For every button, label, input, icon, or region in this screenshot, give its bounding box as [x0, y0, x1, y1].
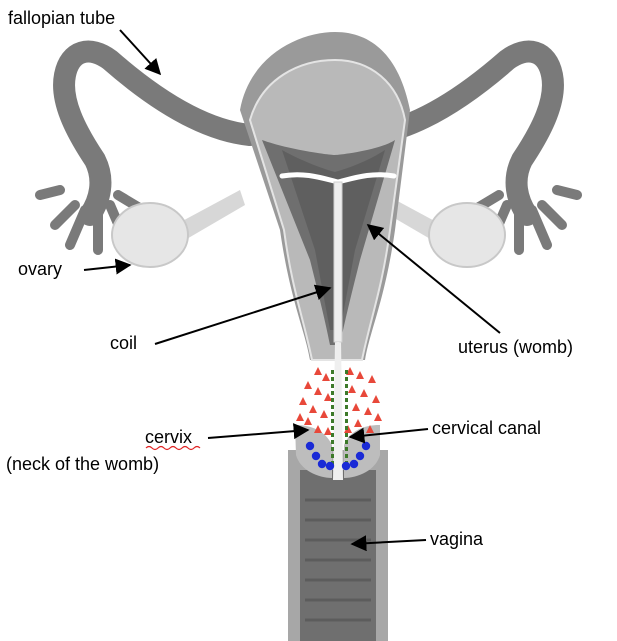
cervix-label: cervix — [145, 427, 192, 447]
mucus-triangle — [314, 387, 322, 395]
mucus-triangle — [299, 397, 307, 405]
mucus-dash — [345, 412, 348, 416]
mucus-triangle — [304, 381, 312, 389]
label-ovary: ovary — [18, 259, 130, 279]
mucus-triangle — [356, 371, 364, 379]
mucus-dot — [356, 452, 364, 460]
mucus-triangle — [324, 393, 332, 401]
cervix-sublabel: (neck of the womb) — [6, 454, 159, 474]
mucus-dot — [306, 442, 314, 450]
mucus-triangle — [374, 413, 382, 421]
vagina-label: vagina — [430, 529, 484, 549]
mucus-dash — [345, 447, 348, 451]
mucus-dash — [331, 440, 334, 444]
mucus-dot — [342, 462, 350, 470]
arrow-icon — [84, 265, 130, 270]
mucus-triangle — [324, 427, 332, 435]
mucus-dash — [331, 447, 334, 451]
mucus-dash — [345, 426, 348, 430]
mucus-triangle — [304, 417, 312, 425]
mucus-triangle — [372, 395, 380, 403]
mucus-dash — [345, 384, 348, 388]
mucus-dash — [331, 370, 334, 374]
mucus-dash — [331, 433, 334, 437]
mucus-triangle — [348, 385, 356, 393]
label-coil: coil — [110, 288, 330, 353]
mucus-dash — [331, 391, 334, 395]
mucus-dash — [331, 398, 334, 402]
mucus-dash — [331, 419, 334, 423]
mucus-triangle — [296, 413, 304, 421]
mucus-dash — [345, 454, 348, 458]
mucus-triangle — [364, 407, 372, 415]
mucus-dash — [345, 398, 348, 402]
cervical-canal-label: cervical canal — [432, 418, 541, 438]
mucus-dash — [331, 412, 334, 416]
mucus-dot — [312, 452, 320, 460]
mucus-dash — [331, 454, 334, 458]
mucus-triangle — [354, 419, 362, 427]
mucus-dash — [331, 377, 334, 381]
coil-label: coil — [110, 333, 137, 353]
mucus-dash — [345, 405, 348, 409]
mucus-dash — [345, 370, 348, 374]
uterus-label: uterus (womb) — [458, 337, 573, 357]
mucus-dot — [326, 462, 334, 470]
ovary-label: ovary — [18, 259, 62, 279]
mucus-dash — [345, 419, 348, 423]
fallopian-tube-label: fallopian tube — [8, 8, 115, 28]
mucus-triangle — [352, 403, 360, 411]
mucus-triangle — [314, 367, 322, 375]
mucus-dash — [345, 377, 348, 381]
mucus-triangle — [360, 389, 368, 397]
mucus-triangle — [309, 405, 317, 413]
mucus-dot — [362, 442, 370, 450]
mucus-triangle — [322, 373, 330, 381]
mucus-triangle — [368, 375, 376, 383]
mucus-triangle — [320, 410, 328, 418]
mucus-dash — [345, 433, 348, 437]
mucus-dash — [331, 384, 334, 388]
mucus-dash — [331, 426, 334, 430]
label-cervix: cervix (neck of the womb) — [6, 427, 308, 474]
mucus-dash — [345, 440, 348, 444]
mucus-dash — [345, 391, 348, 395]
mucus-dash — [331, 405, 334, 409]
mucus-dot — [350, 460, 358, 468]
arrow-icon — [208, 430, 308, 438]
mucus-dot — [318, 460, 326, 468]
